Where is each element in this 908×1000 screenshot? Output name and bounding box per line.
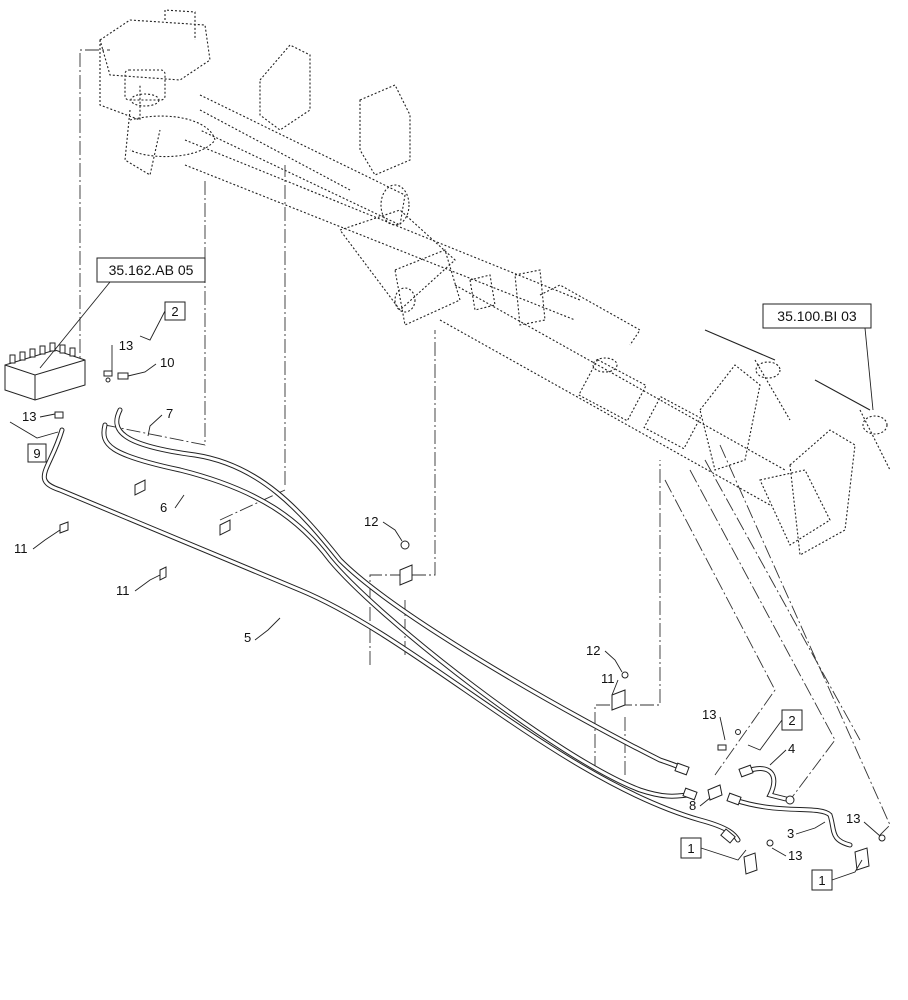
callout-8: 8 [689,798,696,813]
hose-4 [742,766,793,803]
clamp-mid-2 [219,519,231,536]
callout-7: 7 [166,406,173,421]
fitting-13-right [717,729,741,751]
coupler-13-bottom-right [854,834,886,871]
hose-5 [41,427,741,843]
clip-12-right [611,671,629,711]
clip-12-mid [399,540,413,586]
callout-11-c: 11 [601,671,615,686]
callout-11-a: 11 [14,541,28,556]
boxed-callout-2-right: 2 [747,709,803,751]
callout-3: 3 [787,826,794,841]
toolbar-frame [99,9,891,556]
hoses [41,407,853,848]
control-valve-block [4,342,86,401]
svg-text:1: 1 [818,873,825,888]
callout-4: 4 [788,741,795,756]
clamp-mid-1 [134,479,146,496]
routing-phantom-lines [79,49,891,836]
fitting-hose-ends [674,762,754,844]
hose-7 [114,407,688,773]
boxed-callout-1-right: 1 [811,859,863,891]
callout-12-right: 12 [586,643,600,658]
clip-11-a [59,521,69,534]
callout-10: 10 [160,355,174,370]
ref-box-cylinder[interactable]: 35.100.BI 03 [762,303,874,411]
ref-cylinder-text: 35.100.BI 03 [777,308,857,324]
ref-box-valve[interactable]: 35.162.AB 05 [39,257,206,369]
callout-11-b: 11 [116,583,130,598]
boxed-callout-1-left: 1 [680,837,747,861]
callouts: 13 10 13 7 6 11 11 5 12 12 11 13 4 8 3 1… [14,338,881,863]
callout-6: 6 [160,500,167,515]
svg-text:9: 9 [33,446,40,461]
fitting-13-top [103,370,113,383]
callout-13-left: 13 [22,409,36,424]
ref-valve-text: 35.162.AB 05 [109,262,194,278]
svg-text:1: 1 [687,841,694,856]
fitting-10 [117,372,129,380]
boxed-callout-2-top: 2 [139,301,186,341]
hose-6 [101,422,693,799]
fitting-13-left [54,411,64,419]
svg-text:2: 2 [171,304,178,319]
clip-11-b [159,566,167,581]
callout-13-top: 13 [119,338,133,353]
fitting-3-end [785,795,795,805]
fittings [54,370,886,875]
callout-12-mid: 12 [364,514,378,529]
callout-5: 5 [244,630,251,645]
callout-13-bottom-right: 13 [846,811,860,826]
callout-13-bottom-mid: 13 [788,848,802,863]
boxed-callout-9: 9 [9,421,59,463]
hose-3 [732,797,853,848]
callout-13-right: 13 [702,707,716,722]
coupler-13-bottom-mid [743,839,774,875]
fitting-8 [707,784,723,801]
svg-text:2: 2 [788,713,795,728]
